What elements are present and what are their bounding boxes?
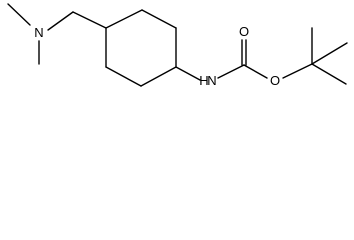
bond-ring-c4-c5 (140, 66, 177, 87)
carbamate-nitrogen-label: N (207, 73, 216, 88)
bond-ester-o-tertbutyl-c (282, 63, 313, 79)
bond-carbonyl-c-ester-o (243, 64, 268, 79)
carbonyl-oxygen-label: O (239, 24, 249, 39)
bond-tertbutyl-methyl-right (311, 42, 348, 65)
chemical-structure-diagram: N H N O O (7, 3, 348, 88)
bond-ring-c2-c3 (141, 9, 177, 29)
bonds (7, 3, 348, 87)
bond-nh-carbonyl-c (217, 64, 245, 79)
ester-oxygen-label: O (270, 73, 280, 88)
bond-ring-to-nh (175, 66, 201, 81)
bond-ch2-ring (72, 11, 107, 29)
bond-n-ch2 (47, 11, 74, 31)
bond-ring-c5-c6 (105, 66, 142, 87)
bond-n-methyl-upper (7, 3, 31, 26)
carbamate-hydrogen-label: H (199, 73, 208, 88)
dimethylamino-nitrogen-label: N (34, 25, 43, 40)
bond-tertbutyl-methyl-bottom (311, 63, 347, 85)
bond-ring-c1-c2 (105, 9, 143, 29)
atom-labels: N H N O O (34, 24, 280, 88)
